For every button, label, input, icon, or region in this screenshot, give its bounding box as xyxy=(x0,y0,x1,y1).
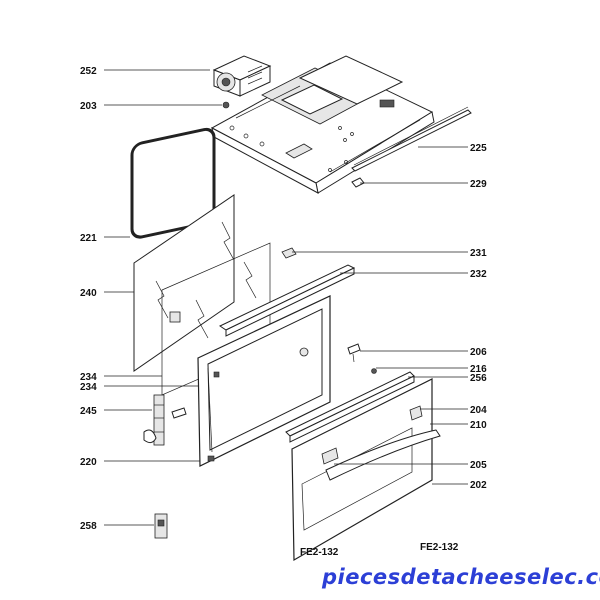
fan-motor-252 xyxy=(212,55,272,97)
door-mark: FE2-132 xyxy=(300,547,339,558)
block-231 xyxy=(281,247,297,259)
door-seal-221 xyxy=(130,127,216,239)
label-234-upper: 234 xyxy=(80,372,97,383)
leader-lines xyxy=(104,69,468,526)
label-234-lower: 234 xyxy=(80,382,97,393)
outer-door-202: FE2-132 xyxy=(291,378,433,562)
bar-256 xyxy=(285,371,415,443)
label-203: 203 xyxy=(80,101,97,112)
hinge-part-258 xyxy=(154,513,168,539)
inner-frame-220 xyxy=(197,295,331,467)
label-252: 252 xyxy=(80,66,97,77)
hinge-245 xyxy=(143,394,187,446)
label-210: 210 xyxy=(470,420,487,431)
part-labels: 252 203 225 229 221 231 232 240 206 216 … xyxy=(80,66,487,532)
label-231: 231 xyxy=(470,248,487,259)
watermark-text: piecesdetacheeselec.com xyxy=(321,565,600,589)
label-225: 225 xyxy=(470,143,487,154)
label-221: 221 xyxy=(80,233,97,244)
label-256: 256 xyxy=(470,373,487,384)
label-229: 229 xyxy=(470,179,487,190)
label-204: 204 xyxy=(470,405,487,416)
label-240: 240 xyxy=(80,288,97,299)
label-206: 206 xyxy=(470,347,487,358)
label-220: 220 xyxy=(80,457,97,468)
handle-210 xyxy=(321,429,441,481)
label-258: 258 xyxy=(80,521,97,532)
outer-glass-240 xyxy=(133,194,235,372)
label-232: 232 xyxy=(470,269,487,280)
nut-203 xyxy=(222,101,230,109)
label-216: 216 xyxy=(470,364,487,375)
top-cover-plate xyxy=(210,55,435,194)
diagram-code: FE2-132 xyxy=(420,542,459,553)
profile-bar-232 xyxy=(218,264,356,337)
knob-204 xyxy=(409,405,423,421)
label-205: 205 xyxy=(470,460,487,471)
seal-rail-225 xyxy=(351,106,472,172)
screw-216 xyxy=(371,368,377,374)
label-245: 245 xyxy=(80,406,97,417)
screw-206 xyxy=(347,343,361,363)
clip-229 xyxy=(351,177,365,188)
label-202: 202 xyxy=(470,480,487,491)
